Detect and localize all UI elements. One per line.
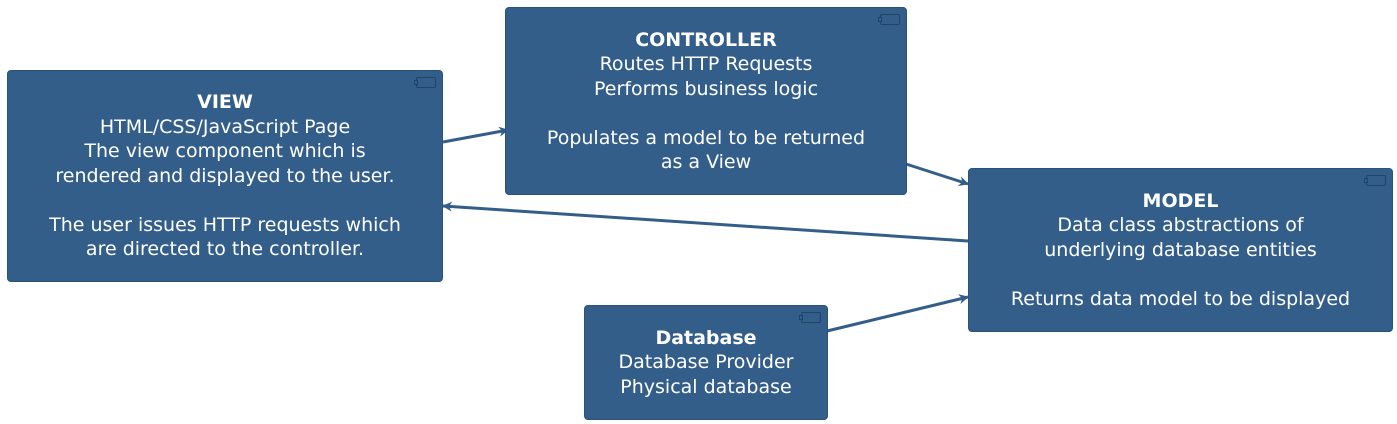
model-line: Returns data model to be displayed	[1010, 287, 1351, 310]
model-line: Data class abstractions of	[1057, 214, 1304, 237]
model-title: MODEL	[1142, 189, 1219, 212]
controller-line: Performs business logic	[593, 77, 819, 100]
view-line: rendered and displayed to the user.	[55, 164, 395, 187]
model-line: underlying database entities	[1044, 238, 1317, 261]
view-line: The user issues HTTP requests which	[49, 213, 401, 236]
controller-line: Populates a model to be returned	[546, 126, 866, 149]
controller-title: CONTROLLER	[635, 28, 777, 51]
controller-line: as a View	[660, 151, 752, 173]
component-icon	[1364, 175, 1386, 186]
model-node: MODEL Data class abstractions of underly…	[968, 168, 1393, 332]
view-line: are directed to the controller.	[85, 238, 365, 261]
edge-database-to-model	[826, 294, 969, 333]
database-node: Database Database Provider Physical data…	[584, 305, 828, 420]
view-line: HTML/CSS/JavaScript Page	[99, 115, 351, 138]
view-node: VIEW HTML/CSS/JavaScript Page The view c…	[7, 70, 443, 282]
view-title: VIEW	[197, 91, 253, 114]
database-line: Physical database	[620, 375, 792, 398]
edge-view-to-controller	[442, 126, 509, 144]
database-title: Database	[655, 326, 757, 349]
controller-line: Routes HTTP Requests	[599, 53, 813, 75]
view-line: The view component which is	[84, 140, 366, 163]
edge-model-to-view	[442, 201, 969, 243]
edge-controller-to-model	[905, 162, 969, 186]
component-icon	[878, 14, 900, 25]
database-line: Database Provider	[618, 351, 794, 374]
component-icon	[799, 312, 821, 323]
controller-node: CONTROLLER Routes HTTP Requests Performs…	[505, 7, 907, 195]
component-icon	[414, 77, 436, 88]
